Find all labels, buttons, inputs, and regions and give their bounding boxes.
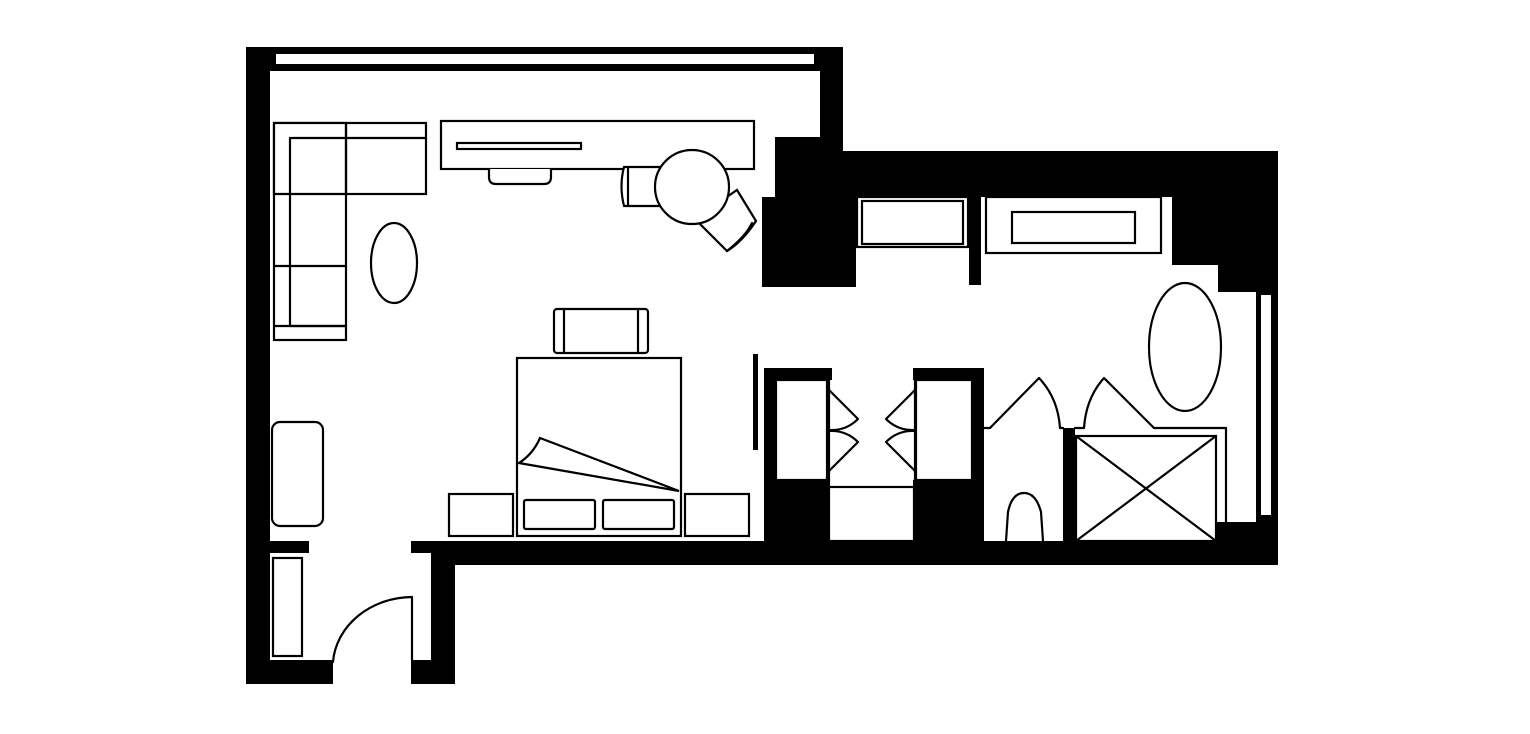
door-leaf (827, 429, 860, 473)
thin-partition (753, 354, 758, 450)
bench-body (552, 307, 650, 355)
right-top-wall (843, 151, 1278, 197)
closet-right-wall (913, 368, 984, 380)
lounge-chair-left (620, 165, 667, 208)
door-leaf (884, 429, 917, 473)
oval-coffee-table (369, 221, 419, 305)
toilet-partition (1063, 428, 1075, 548)
oval-mirror (1147, 281, 1223, 413)
toilet-bowl (1004, 491, 1045, 542)
pillar-block-lower (762, 197, 856, 287)
entry-bottom-right (411, 660, 455, 684)
window-strip (274, 52, 816, 66)
entry-bottom-wall (246, 660, 333, 684)
shower-diagonal (1074, 434, 1218, 543)
desk-chair (487, 169, 553, 186)
desk-tray (455, 141, 583, 151)
shower-cross-icon (1074, 434, 1218, 543)
bed-duvet-fold (516, 436, 680, 493)
pillow (601, 498, 676, 531)
door-leaf (982, 376, 1065, 430)
double-bed (515, 356, 683, 538)
entry-cabinet (271, 556, 304, 658)
vanity-sink (1010, 210, 1137, 245)
wardrobe-right (914, 378, 974, 482)
sectional-sofa (272, 121, 428, 342)
pillow (522, 498, 597, 531)
closet-left-wall (764, 368, 832, 380)
door-leaf (827, 388, 860, 432)
closet-divider (969, 197, 981, 285)
nightstand-left (447, 492, 515, 538)
bench (552, 307, 650, 355)
toilet-icon (1004, 491, 1045, 542)
walls (246, 47, 1278, 684)
closet-left-block (764, 480, 830, 548)
door-leaf (1073, 376, 1228, 524)
left-wall (246, 47, 270, 684)
entry-partition (270, 541, 309, 553)
round-table-set (620, 148, 758, 253)
bottom-wall (431, 541, 1278, 565)
closet-door-swing-icon[interactable] (827, 378, 917, 489)
nightstand-right (683, 492, 751, 538)
right-window (1259, 293, 1273, 517)
armchair (270, 420, 325, 528)
round-table (653, 148, 731, 226)
bath-door-swing-icon[interactable] (982, 376, 1228, 524)
chair-arm-line (725, 221, 754, 253)
door-swing-icon[interactable] (331, 595, 414, 664)
closet-right-block (913, 480, 984, 548)
door-arc (331, 595, 414, 664)
bath-lower-corner (1216, 522, 1278, 548)
closet-bench (827, 485, 916, 543)
pillar-block (775, 137, 843, 207)
bathtub-inner (860, 199, 965, 246)
bedroom-stub-wall (411, 541, 441, 553)
door-leaf (884, 388, 917, 432)
upper-right-column (820, 47, 843, 157)
wardrobe-left (774, 378, 829, 482)
sofa-back-vertical (272, 121, 348, 342)
